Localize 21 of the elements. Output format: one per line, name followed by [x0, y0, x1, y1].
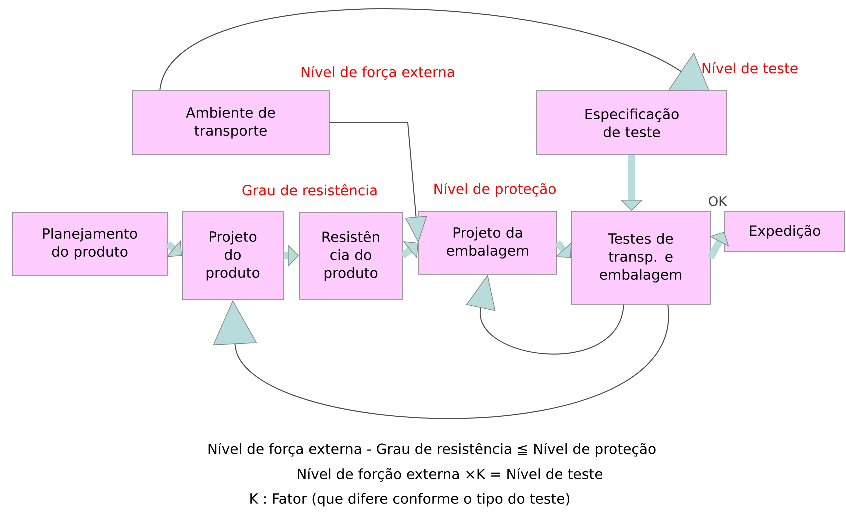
- formula-text: K : Fator (que difere conforme o tipo do teste): [250, 493, 570, 507]
- annotation-text: Grau de resistência: [242, 184, 377, 196]
- arrow: [166, 240, 182, 258]
- process-box: Expedição: [724, 212, 846, 252]
- process-box: Especificação de teste: [536, 90, 728, 156]
- formula-text: Nível de forção externa ×K = Nível de teste: [298, 468, 603, 482]
- process-box: Ambiente de transporte: [132, 90, 330, 156]
- process-box: Testes de transp. e embalagem: [571, 211, 711, 305]
- formula-text: Nível de força externa - Grau de resistência ≦ Nível de proteção: [208, 442, 656, 458]
- annotation-text: Nível de proteção: [434, 182, 556, 198]
- process-box: Projeto da embalagem: [418, 211, 558, 275]
- annotation-text: Nível de força externa: [302, 66, 454, 80]
- process-box: Projeto do produto: [182, 212, 284, 300]
- annotation-text: Nível de teste: [702, 62, 798, 74]
- arrow: [400, 242, 419, 259]
- process-box: Planejamento do produto: [12, 212, 168, 276]
- arrow: [160, 8, 710, 92]
- edge-label: OK: [709, 196, 728, 206]
- arrow: [554, 240, 572, 258]
- process-box: Resistên cia do produto: [299, 212, 403, 300]
- arrow: [708, 232, 730, 260]
